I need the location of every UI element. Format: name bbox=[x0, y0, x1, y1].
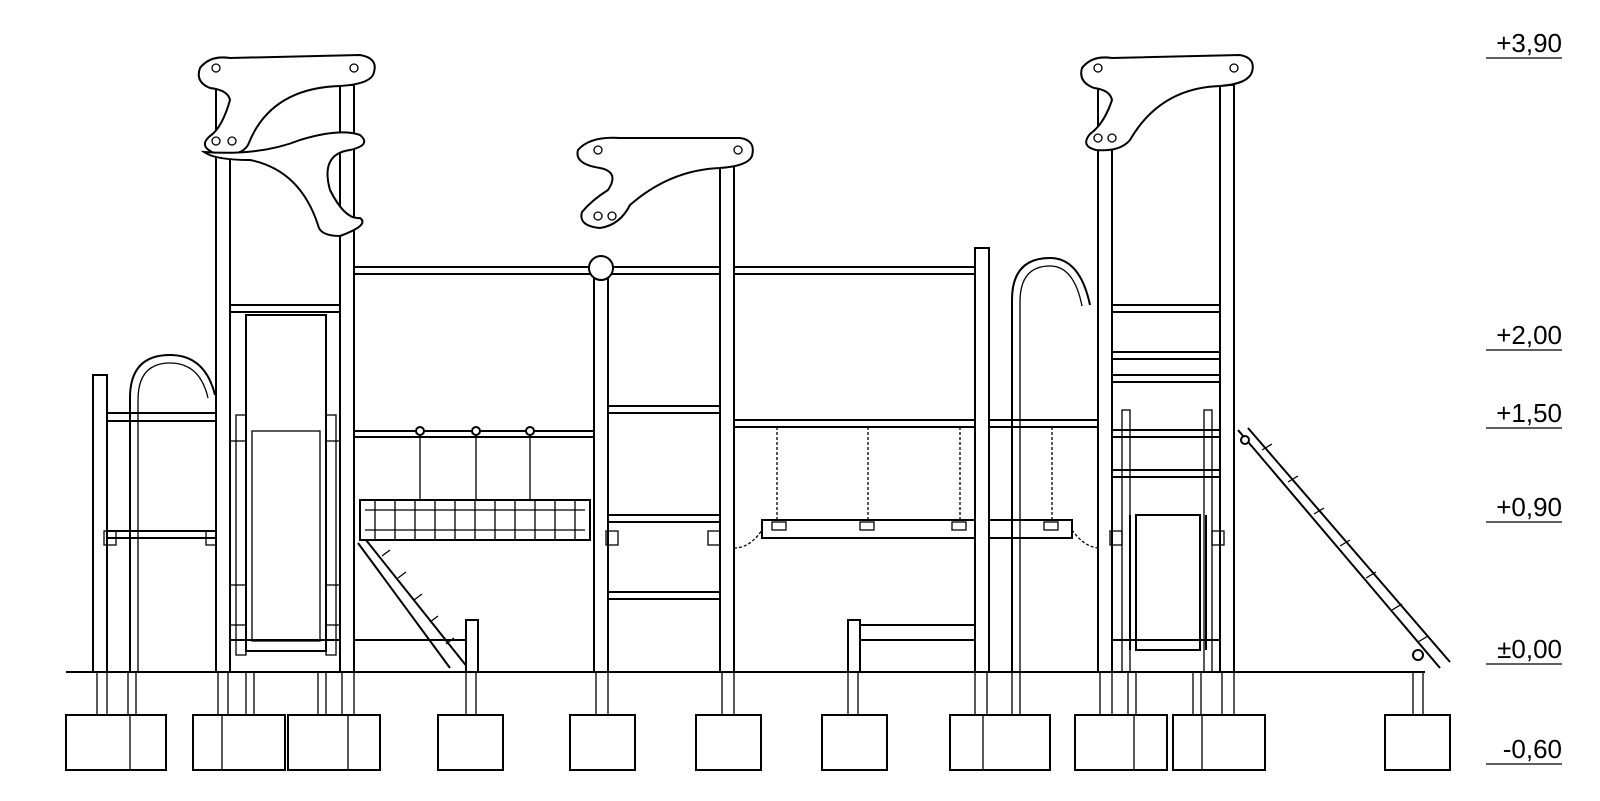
rope-bridge-left bbox=[354, 426, 596, 541]
middle-tower bbox=[576, 136, 754, 673]
right-tower bbox=[1011, 53, 1254, 673]
level-label-neg060: -0,60 bbox=[1503, 734, 1562, 764]
upper-beams bbox=[354, 266, 980, 275]
foundations bbox=[65, 714, 1451, 771]
left-tower bbox=[92, 53, 376, 673]
level-label-200: +2,00 bbox=[1496, 320, 1562, 350]
level-markers: +3,90 +2,00 +1,50 +0,90 ±0,00 -0,60 bbox=[1486, 28, 1562, 765]
level-label-000: ±0,00 bbox=[1497, 634, 1562, 664]
right-climbing-ramp bbox=[1237, 427, 1451, 669]
embedded-posts bbox=[96, 672, 1424, 715]
level-label-150: +1,50 bbox=[1496, 398, 1562, 428]
level-label-390: +3,90 bbox=[1496, 28, 1562, 58]
level-label-090: +0,90 bbox=[1496, 492, 1562, 522]
middle-right-posts bbox=[847, 247, 990, 673]
chain-bridge-right bbox=[733, 419, 1101, 549]
left-climbing-ramp bbox=[354, 539, 479, 673]
